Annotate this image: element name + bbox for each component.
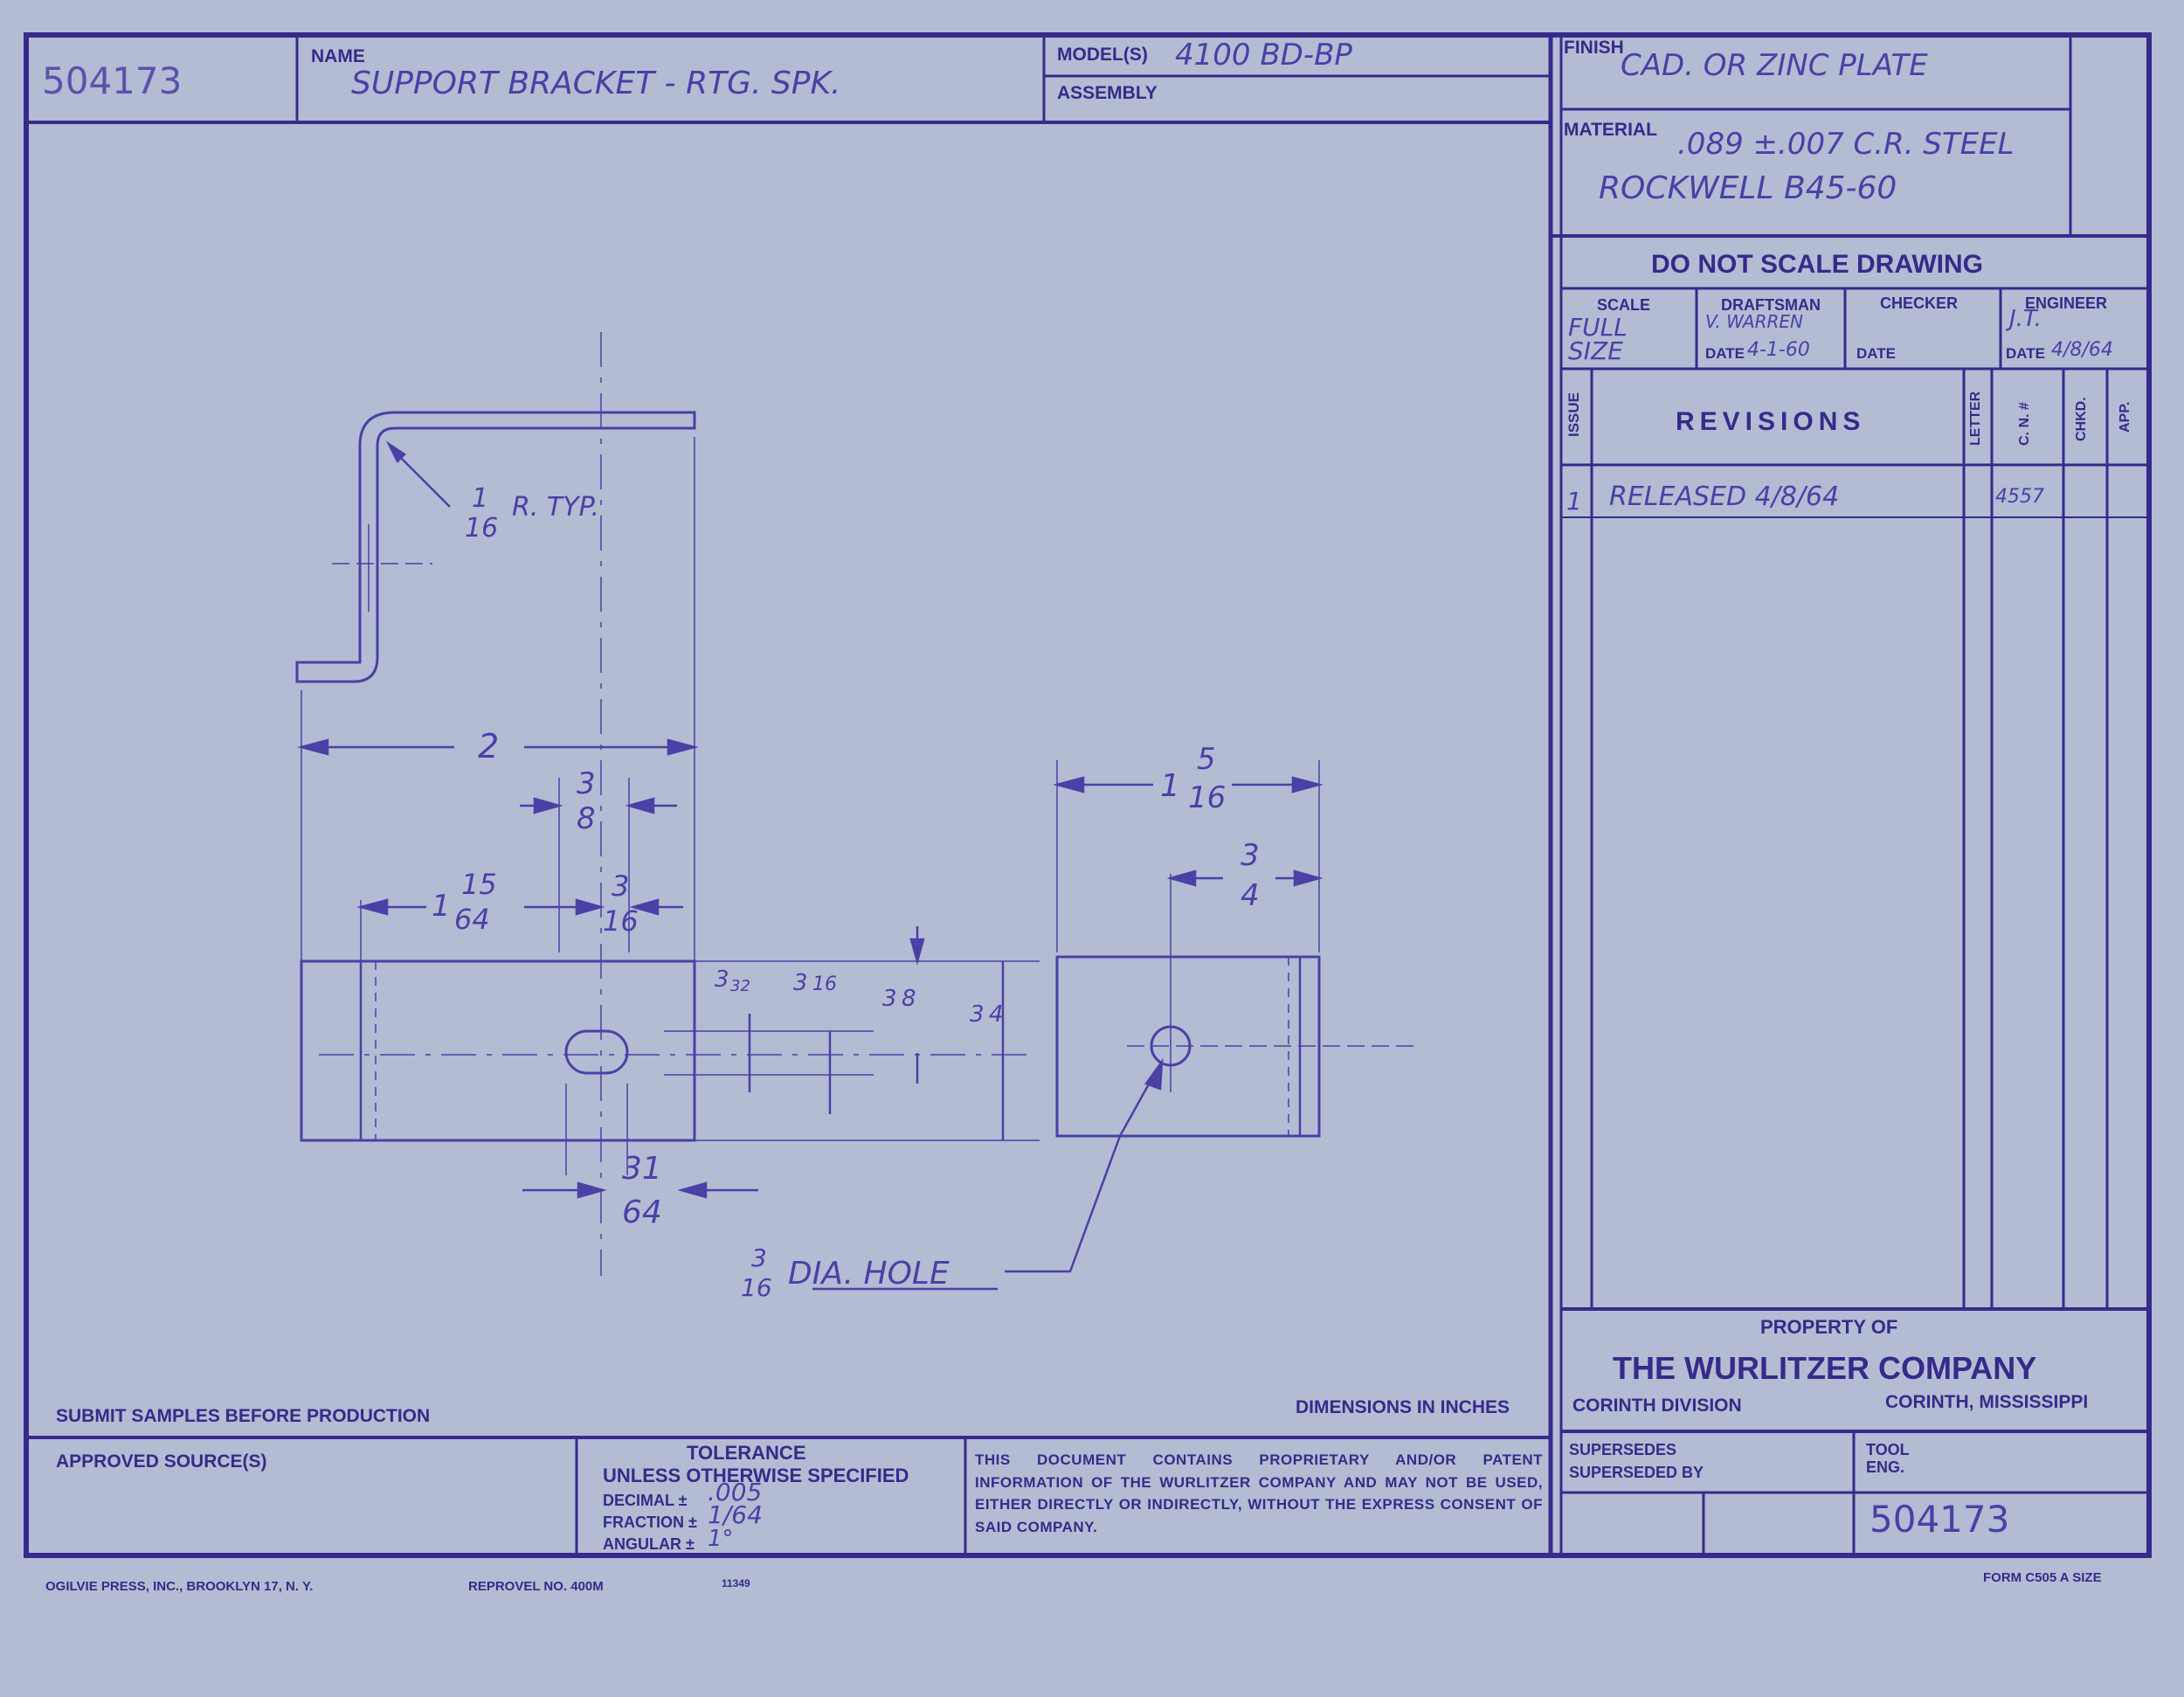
part-number-bottom: 504173 [1870, 1498, 2010, 1541]
material-line-2: ROCKWELL B45-60 [1599, 170, 1897, 206]
hole-den: 16 [741, 1273, 772, 1302]
letter-col-label: LETTER [1968, 391, 1983, 446]
name-value: SUPPORT BRACKET - RTG. SPK. [351, 66, 841, 101]
form-size: FORM C505 A SIZE [1983, 1570, 2102, 1585]
slot-hole [564, 1029, 629, 1075]
outer-border [24, 32, 2152, 1558]
material-label: MATERIAL [1564, 120, 1657, 140]
part-number-top: 504173 [42, 59, 183, 102]
bracket-side-profile [295, 411, 696, 683]
engineer-date-label: DATE [2006, 345, 2046, 362]
decimal-label: DECIMAL ± [603, 1492, 688, 1509]
revision-description: RELEASED 4/8/64 [1609, 481, 1840, 512]
dim-3-16-num: 3 [612, 869, 630, 903]
supersedes-label: SUPERSEDES [1569, 1441, 1677, 1458]
revision-cn: 4557 [1995, 486, 2044, 508]
printer-credit: OGILVIE PRESS, INC., BROOKLYN 17, N. Y. [45, 1579, 314, 1594]
dim-1-15-64-num: 15 [461, 868, 497, 901]
revisions-title: REVISIONS [1676, 407, 1866, 436]
approved-sources-label: APPROVED SOURCE(S) [56, 1451, 267, 1472]
dim-31-64-num: 31 [622, 1151, 662, 1187]
location: CORINTH, MISSISSIPPI [1885, 1392, 2089, 1412]
technical-drawing [295, 332, 1415, 1291]
tool-label: TOOL [1866, 1441, 1910, 1458]
models-value: 4100 BD-BP [1175, 38, 1352, 73]
dim-overall: 2 [478, 727, 500, 765]
form-code: 11349 [722, 1577, 750, 1590]
engineer-label: ENGINEER [2025, 294, 2108, 312]
app-col-label: APP. [2118, 401, 2132, 433]
dimensions-note: DIMENSIONS IN INCHES [1296, 1397, 1510, 1417]
tolerance-subtitle: UNLESS OTHERWISE SPECIFIED [603, 1465, 909, 1486]
angular-value: 1° [708, 1526, 734, 1552]
dim-v3-den: 8 [902, 986, 916, 1012]
issue-col-label: ISSUE [1565, 391, 1582, 437]
dim-1-15-64-whole: 1 [432, 889, 451, 924]
engineer-date-value: 4/8/64 [2051, 339, 2113, 361]
hole-num: 3 [751, 1243, 767, 1272]
hole-note: DIA. HOLE [788, 1256, 950, 1292]
dim-v1-den: 32 [730, 977, 750, 995]
draftsman-date-label: DATE [1705, 345, 1745, 362]
dim-v3-num: 3 [882, 986, 897, 1012]
proprietary-notice: THIS DOCUMENT CONTAINS PROPRIETARY AND/O… [975, 1451, 1543, 1535]
dim-3-8-num: 3 [577, 766, 596, 801]
dim-3-4-den: 4 [1241, 878, 1260, 913]
superseded-by-label: SUPERSEDED BY [1569, 1464, 1704, 1481]
finish-value: CAD. OR ZINC PLATE [1621, 48, 1928, 83]
dim-1-5-16-whole: 1 [1160, 768, 1180, 804]
draftsman-value: V. WARREN [1705, 311, 1803, 332]
fraction-label: FRACTION ± [603, 1513, 697, 1531]
decimal-value: .005 [708, 1478, 763, 1507]
checker-label: CHECKER [1880, 294, 1959, 312]
bend-radius-num: 1 [472, 483, 489, 514]
material-line-1: .089 ±.007 C.R. STEEL [1677, 127, 2015, 162]
do-not-scale: DO NOT SCALE DRAWING [1651, 250, 1983, 279]
dim-3-16-den: 16 [603, 904, 639, 938]
eng-label: ENG. [1866, 1458, 1905, 1476]
angular-label: ANGULAR ± [603, 1535, 695, 1553]
bend-radius-den: 16 [465, 513, 499, 544]
dim-1-5-16-num: 5 [1197, 742, 1216, 777]
scale-label: SCALE [1597, 296, 1651, 314]
dim-3-4-num: 3 [1241, 838, 1260, 873]
division: CORINTH DIVISION [1572, 1396, 1742, 1416]
tolerance-title: TOLERANCE [687, 1442, 806, 1464]
dim-3-8-den: 8 [577, 801, 596, 836]
submit-samples-note: SUBMIT SAMPLES BEFORE PRODUCTION [56, 1406, 431, 1426]
bracket-front-view [300, 959, 696, 1142]
scale-value: FULL SIZE [1568, 313, 1628, 365]
dim-v4-den: 4 [989, 1001, 1004, 1028]
dim-1-15-64-den: 64 [454, 903, 490, 936]
bracket-end-view [1055, 955, 1321, 1138]
assembly-label: ASSEMBLY [1057, 83, 1158, 103]
cn-col-label: C. N. # [2017, 402, 2032, 446]
name-label: NAME [311, 46, 365, 66]
property-of: PROPERTY OF [1760, 1316, 1898, 1338]
dim-v2-den: 16 [812, 973, 837, 995]
dim-v1-num: 3 [715, 966, 729, 993]
chkd-col-label: CHKD. [2074, 397, 2089, 441]
dim-31-64-den: 64 [622, 1195, 662, 1230]
finish-label: FINISH [1564, 38, 1624, 58]
dim-v4-num: 3 [970, 1001, 985, 1028]
bend-radius-note: R. TYP. [512, 492, 600, 523]
draftsman-label: DRAFTSMAN [1721, 296, 1821, 314]
engineer-value: J.T. [2009, 306, 2042, 332]
models-label: MODEL(S) [1057, 45, 1148, 65]
reprovel-number: REPROVEL NO. 400M [468, 1579, 604, 1594]
company-name: THE WURLITZER COMPANY [1613, 1350, 2037, 1386]
fraction-value: 1/64 [708, 1500, 763, 1529]
dim-v2-num: 3 [793, 970, 808, 996]
revision-issue: 1 [1566, 487, 1582, 516]
dim-1-5-16-den: 16 [1188, 780, 1227, 815]
draftsman-date-value: 4-1-60 [1747, 339, 1810, 361]
checker-date-label: DATE [1856, 345, 1897, 362]
